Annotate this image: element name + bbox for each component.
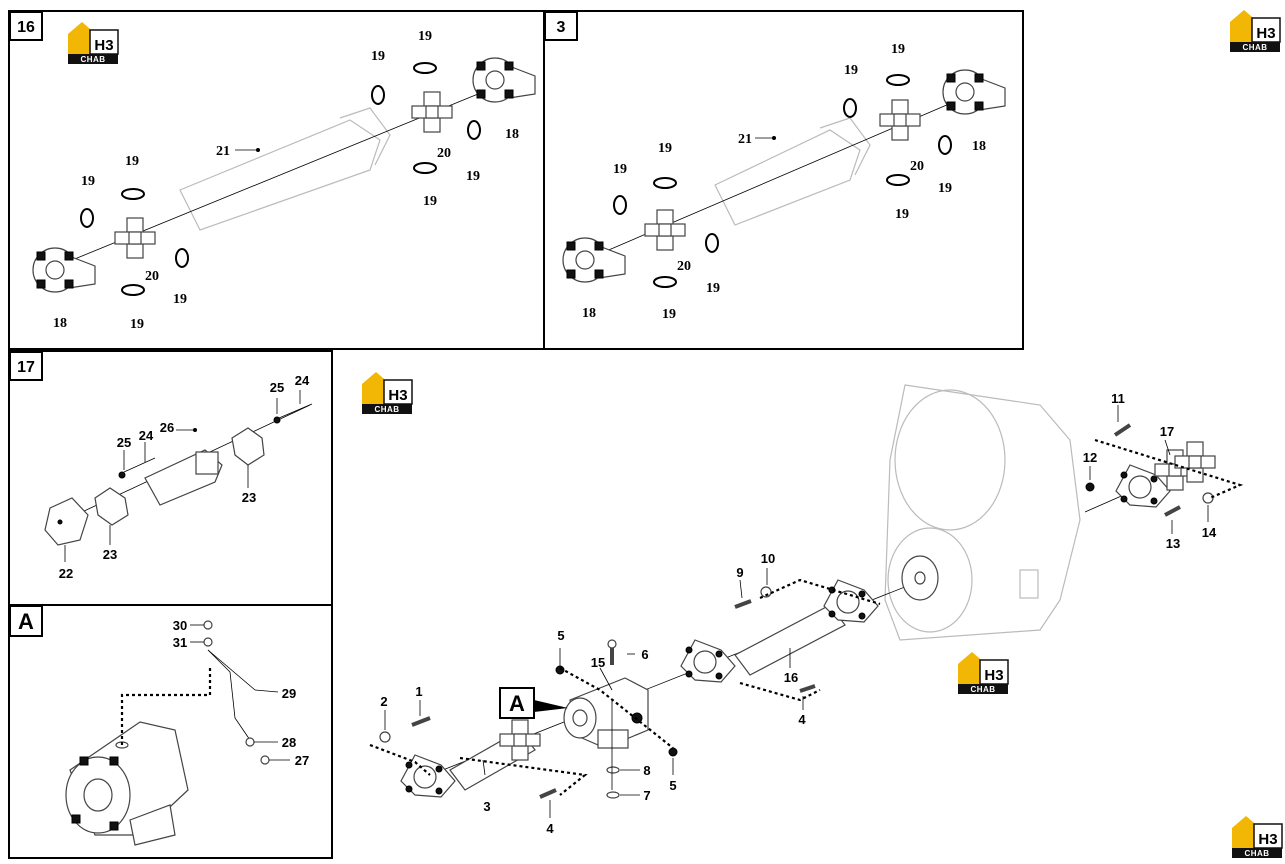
- svg-text:23: 23: [242, 490, 256, 505]
- svg-text:18: 18: [53, 316, 67, 331]
- svg-text:14: 14: [1202, 525, 1217, 540]
- svg-text:A: A: [18, 609, 34, 634]
- svg-text:9: 9: [736, 565, 743, 580]
- svg-text:11: 11: [1111, 391, 1125, 406]
- svg-text:25: 25: [270, 380, 284, 395]
- svg-text:4: 4: [546, 821, 554, 836]
- svg-text:30: 30: [173, 618, 187, 633]
- svg-text:13: 13: [1166, 536, 1180, 551]
- svg-text:15: 15: [591, 655, 605, 670]
- panel-17-id: 17: [9, 351, 43, 381]
- svg-text:H3: H3: [1256, 25, 1275, 42]
- svg-text:22: 22: [59, 566, 73, 581]
- svg-text:19: 19: [658, 141, 672, 156]
- svg-text:2: 2: [380, 694, 387, 709]
- svg-text:5: 5: [669, 778, 676, 793]
- svg-text:H3: H3: [94, 37, 113, 54]
- svg-text:12: 12: [1083, 450, 1097, 465]
- svg-text:19: 19: [613, 162, 627, 177]
- svg-text:19: 19: [844, 63, 858, 78]
- svg-text:19: 19: [130, 317, 144, 332]
- svg-text:19: 19: [938, 181, 952, 196]
- svg-text:19: 19: [173, 292, 187, 307]
- svg-text:31: 31: [173, 635, 187, 650]
- svg-text:19: 19: [466, 169, 480, 184]
- panel-3-id: 3: [544, 11, 578, 41]
- svg-text:16: 16: [17, 19, 35, 36]
- svg-text:25: 25: [117, 435, 131, 450]
- panel-A-labels: 30 31 29 28 27: [173, 618, 309, 768]
- svg-text:20: 20: [437, 146, 451, 161]
- svg-text:CHAB: CHAB: [970, 685, 995, 694]
- svg-text:18: 18: [972, 139, 986, 154]
- svg-text:19: 19: [891, 42, 905, 57]
- panel-3-labels: 19 19 19 19 19 19 19 19 21 18 18 20 20: [582, 42, 986, 322]
- svg-text:18: 18: [505, 127, 519, 142]
- svg-text:4: 4: [798, 712, 806, 727]
- main-assembly-drawing: [369, 384, 1244, 818]
- svg-text:29: 29: [282, 686, 296, 701]
- svg-text:19: 19: [125, 154, 139, 169]
- panel-17-labels: 25 24 25 24 26 23 23 22: [59, 373, 310, 581]
- main-assembly-labels: 11 17 12 13 14 9 10 16 4 5 6 15 2 1 8 7 …: [380, 391, 1217, 836]
- logo-h3-icon: H3 CHAB: [957, 651, 1009, 695]
- svg-text:3: 3: [483, 799, 490, 814]
- svg-text:5: 5: [557, 628, 564, 643]
- panel-3-frame: [543, 10, 1024, 350]
- svg-text:CHAB: CHAB: [80, 55, 105, 64]
- svg-text:H3: H3: [388, 387, 407, 404]
- svg-text:7: 7: [643, 788, 650, 803]
- panel-A-id: A: [9, 605, 43, 637]
- svg-text:6: 6: [641, 647, 648, 662]
- logo-h3-icon: H3 CHAB: [1231, 815, 1283, 859]
- svg-text:24: 24: [139, 428, 154, 443]
- svg-text:H3: H3: [1258, 831, 1277, 848]
- panel-16-labels: 19 19 19 19 19 19 19 19 21 18 18 20 20: [53, 29, 519, 332]
- panel-16-id: 16: [9, 11, 43, 41]
- svg-text:1: 1: [415, 684, 422, 699]
- svg-text:19: 19: [706, 281, 720, 296]
- svg-text:19: 19: [371, 49, 385, 64]
- svg-text:19: 19: [662, 307, 676, 322]
- svg-text:H3: H3: [984, 667, 1003, 684]
- svg-text:CHAB: CHAB: [374, 405, 399, 414]
- svg-text:CHAB: CHAB: [1244, 849, 1269, 858]
- panel-16-drawing: [32, 57, 536, 296]
- svg-text:18: 18: [582, 306, 596, 321]
- svg-text:27: 27: [295, 753, 309, 768]
- svg-text:17: 17: [1160, 424, 1174, 439]
- panel-A-drawing: [65, 620, 290, 846]
- svg-text:8: 8: [643, 763, 650, 778]
- callout-A-label: A: [509, 691, 525, 716]
- svg-text:17: 17: [17, 359, 35, 376]
- svg-text:21: 21: [738, 132, 752, 147]
- svg-text:24: 24: [295, 373, 310, 388]
- svg-text:CHAB: CHAB: [1242, 43, 1267, 52]
- svg-text:19: 19: [418, 29, 432, 44]
- svg-text:20: 20: [910, 159, 924, 174]
- panel-3-drawing: [562, 69, 1006, 288]
- svg-text:16: 16: [784, 670, 798, 685]
- svg-text:21: 21: [216, 144, 230, 159]
- logo-h3-icon: H3 CHAB: [1229, 9, 1281, 53]
- svg-text:28: 28: [282, 735, 296, 750]
- svg-text:20: 20: [677, 259, 691, 274]
- svg-text:3: 3: [557, 19, 566, 36]
- svg-text:19: 19: [81, 174, 95, 189]
- svg-text:19: 19: [423, 194, 437, 209]
- logo-h3-icon: H3 CHAB: [361, 371, 413, 415]
- panel-A-frame: [8, 604, 333, 859]
- panel-17-drawing: [44, 390, 313, 562]
- svg-text:26: 26: [160, 420, 174, 435]
- svg-text:23: 23: [103, 547, 117, 562]
- logo-h3-icon: H3 CHAB: [67, 21, 119, 65]
- svg-text:10: 10: [761, 551, 775, 566]
- svg-text:20: 20: [145, 269, 159, 284]
- svg-text:19: 19: [895, 207, 909, 222]
